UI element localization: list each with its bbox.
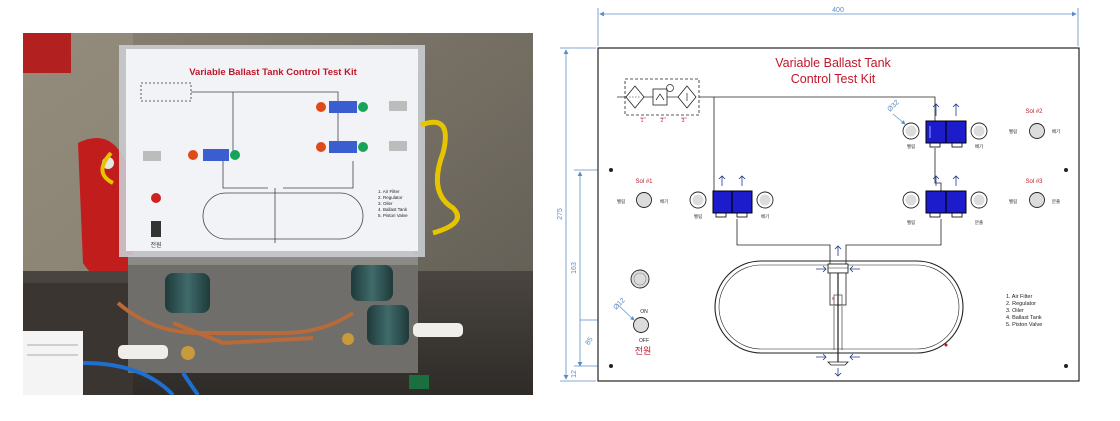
solenoid-valve-1 [712, 190, 753, 218]
sol2-exhaust-text: 배기 [1052, 128, 1060, 135]
sol1-supply-text: 벨림 [617, 198, 625, 204]
power-switch [633, 317, 649, 333]
sol2-label: Sol #2 [1025, 109, 1043, 115]
on-label: ON [640, 309, 648, 315]
photo-valve-3 [329, 141, 357, 153]
legend-item-5: 5. Piston Valve [1006, 322, 1042, 328]
technical-drawing: 400 275 163 85 12 Variable Ballast Tank … [533, 0, 1120, 416]
lbl-sol2-exhaust: 배기 [975, 143, 983, 150]
piping [699, 96, 942, 266]
lbl-sol1-supply: 벨림 [694, 213, 702, 219]
tank-mark: 6 [832, 296, 835, 301]
solenoid-valve-2 [925, 120, 967, 148]
mount-hole [1064, 168, 1068, 172]
photo-power-switch [151, 221, 161, 237]
photo-valve-2 [329, 101, 357, 113]
photo-legend-2: 2. Regulator [378, 195, 403, 200]
power-label: 전원 [635, 346, 652, 356]
lamp-sol2-supply [902, 122, 920, 140]
lamp-sol3-out [970, 191, 988, 209]
air-filter-icon [625, 85, 645, 109]
dim-12: 12 [571, 370, 578, 378]
drawing-title-line1: Variable Ballast Tank [775, 56, 891, 70]
dim-163: 163 [571, 262, 578, 274]
frl-num-2: 2 [661, 118, 664, 124]
legend-item-1: 1. Air Filter [1006, 294, 1032, 300]
photo-solenoid-3 [367, 305, 409, 345]
lbl-sol1-exhaust: 배기 [761, 213, 769, 220]
oiler-icon [677, 85, 697, 109]
gauge-icon [666, 84, 674, 92]
drawing-title-line2: Control Test Kit [791, 72, 876, 86]
lbl-sol3-out: 분출 [975, 219, 983, 226]
lamp-sol2-exhaust [970, 122, 988, 140]
dim-85: 85 [585, 336, 595, 346]
legend-item-2: 2. Regulator [1006, 301, 1036, 307]
lbl-sol3-supply: 벨림 [907, 219, 915, 225]
sol3-out-text: 분출 [1052, 198, 1060, 205]
mount-hole [1064, 364, 1068, 368]
sol1-label: Sol #1 [635, 179, 653, 185]
sol2-switch [1029, 123, 1045, 139]
off-label: OFF [639, 338, 649, 344]
frl-num-3: 3 [682, 118, 685, 124]
lamp-sol1-exhaust [756, 191, 774, 209]
photo-legend-5: 5. Piston Valve [378, 213, 408, 218]
lamp-sol1-supply [689, 191, 707, 209]
mount-hole [609, 364, 613, 368]
lamp-sol3-supply [902, 191, 920, 209]
solenoid-valve-3 [925, 190, 967, 218]
photo-legend-1: 1. Air Filter [378, 189, 400, 194]
sol3-label: Sol #3 [1025, 179, 1043, 185]
dim-width: 400 [832, 7, 844, 14]
photo-legend-3: 3. Oiler [378, 201, 393, 206]
photo-solenoid-2 [351, 265, 393, 301]
photo-switch-label: 전원 [150, 241, 161, 249]
photo-solenoid-1 [165, 273, 210, 313]
photo-panel-title: Variable Ballast Tank Control Test Kit [189, 67, 357, 78]
sol3-switch [1029, 192, 1045, 208]
power-lamp [630, 269, 650, 289]
lbl-sol2-supply: 벨림 [907, 143, 915, 149]
acrylic-panel [126, 49, 418, 251]
frl-unit: 1 2 3 [617, 78, 700, 124]
sol3-supply-text: 벨림 [1009, 198, 1017, 204]
sol1-switch [636, 192, 652, 208]
piston-valve: 6 [827, 263, 849, 366]
frl-num-1: 1 [641, 118, 644, 124]
test-kit-photo: Variable Ballast Tank Control Test Kit [23, 33, 533, 395]
legend-item-4: 4. Ballast Tank [1006, 315, 1042, 321]
legend-item-3: 3. Oiler [1006, 308, 1024, 314]
dim-height-total: 275 [557, 208, 564, 220]
photo-valve-1 [203, 149, 229, 161]
photo-legend-4: 4. Ballast Tank [378, 207, 408, 212]
mount-hole [609, 168, 613, 172]
sol2-supply-text: 벨림 [1009, 128, 1017, 134]
sol1-exhaust-text: 배기 [660, 198, 668, 205]
